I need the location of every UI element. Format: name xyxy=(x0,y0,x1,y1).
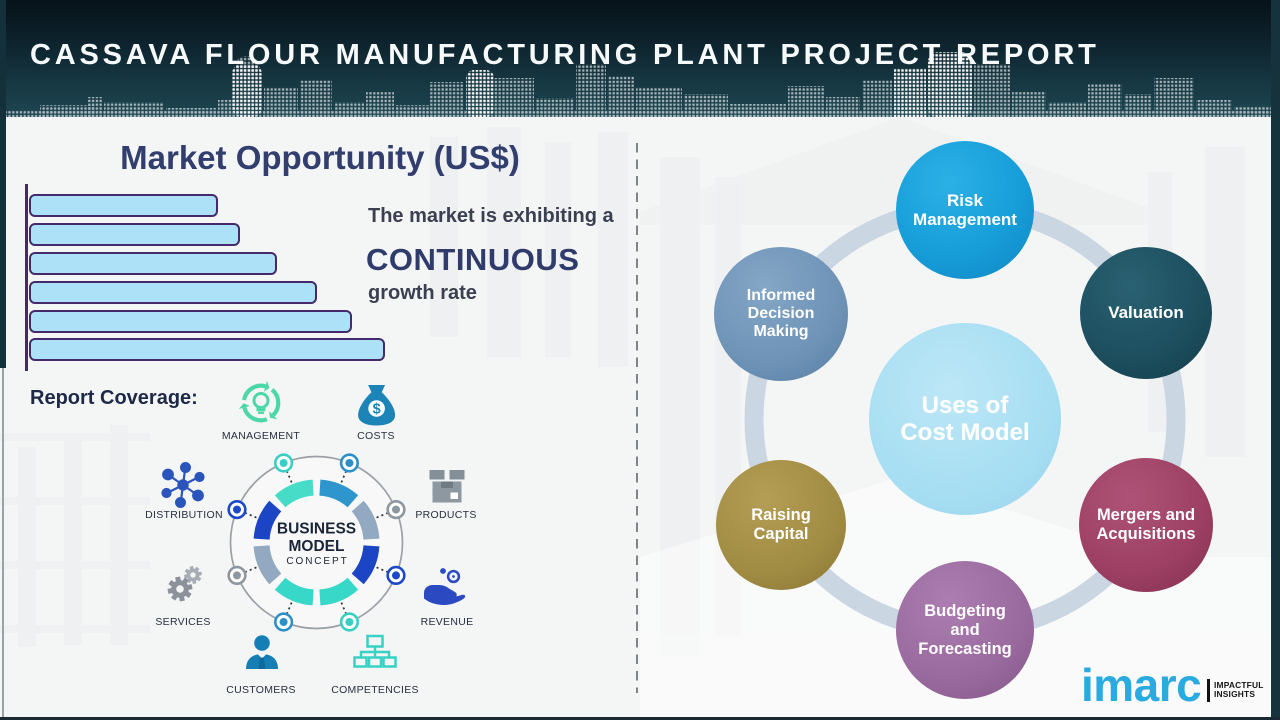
svg-text:$: $ xyxy=(373,402,381,418)
svg-text:MODEL: MODEL xyxy=(289,538,345,555)
svg-text:BUSINESS: BUSINESS xyxy=(277,521,356,538)
svg-text:CONCEPT: CONCEPT xyxy=(286,556,348,567)
